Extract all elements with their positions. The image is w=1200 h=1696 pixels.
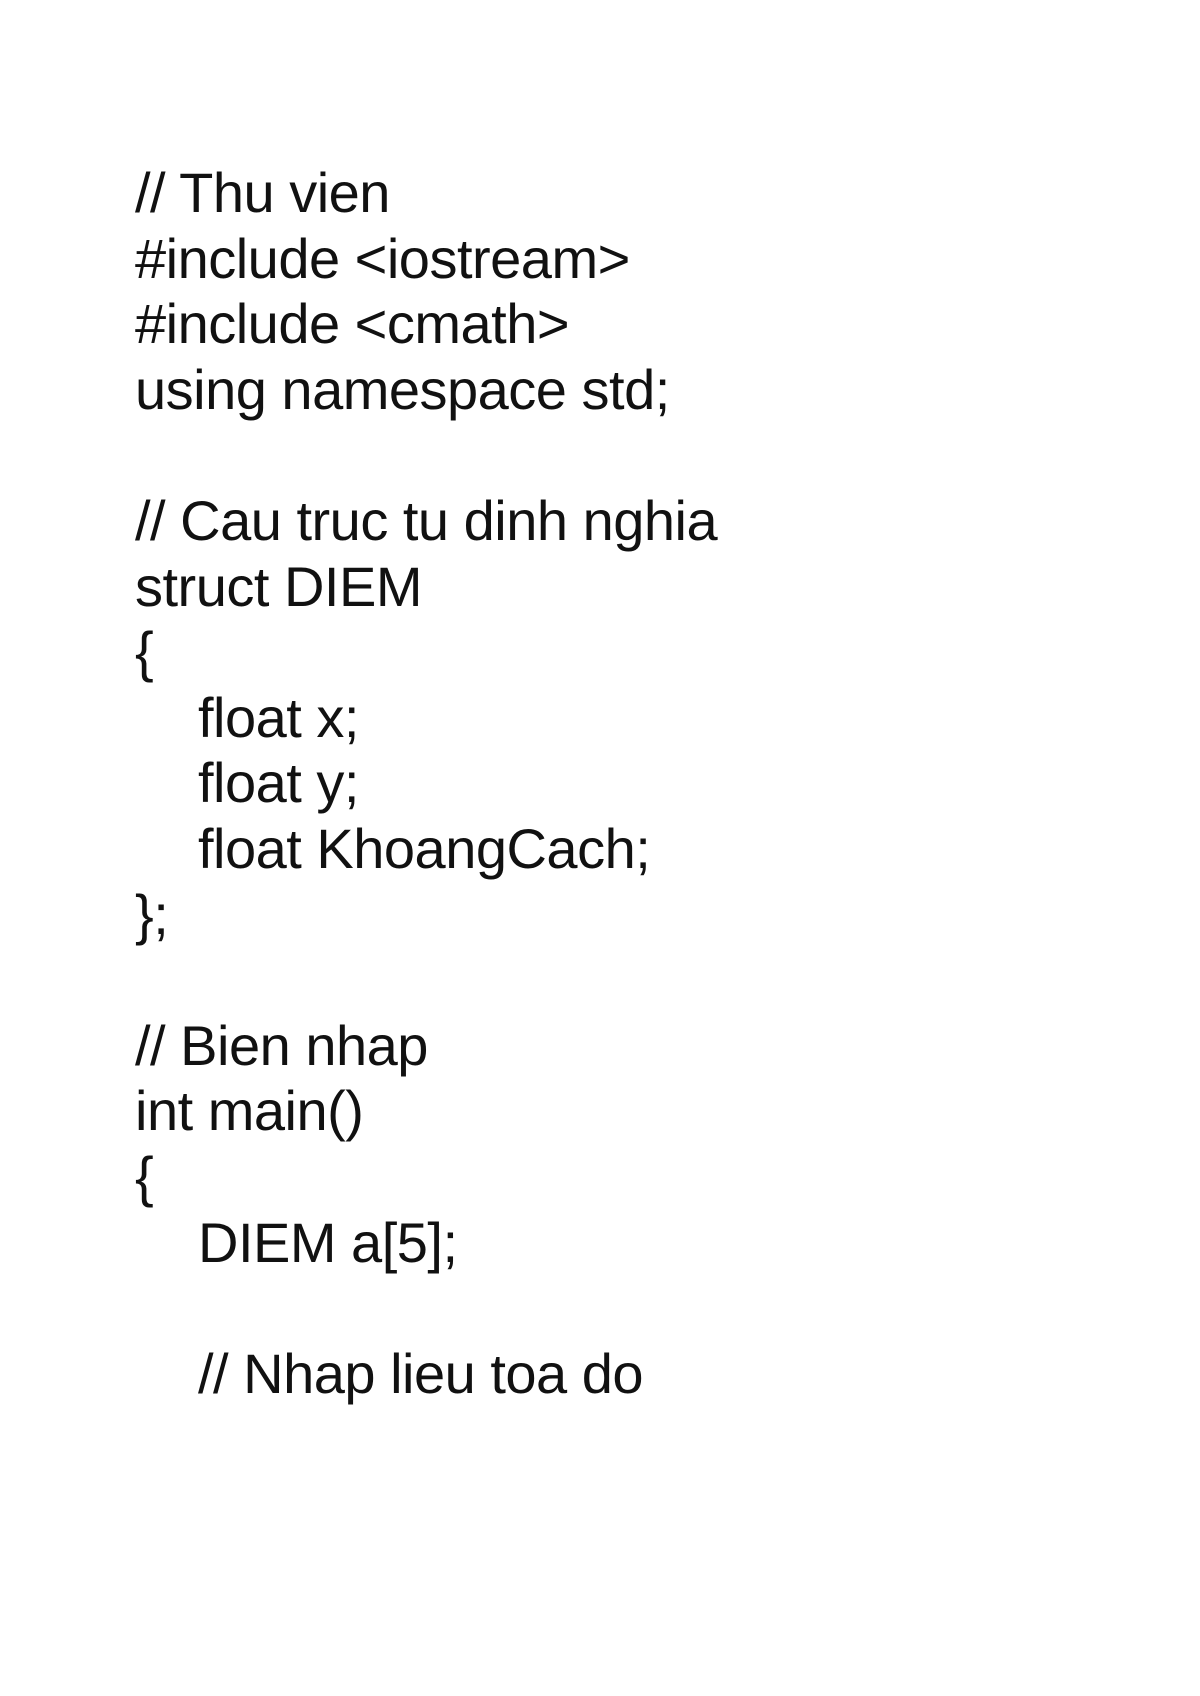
code-line xyxy=(135,1275,717,1341)
code-line: using namespace std; xyxy=(135,357,670,421)
code-line: int main() xyxy=(135,1079,364,1143)
code-line: float KhoangCach; xyxy=(198,816,651,880)
code-line: float x; xyxy=(198,685,359,749)
code-line: // Bien nhap xyxy=(135,1013,428,1077)
code-line: // Cau truc tu dinh nghia xyxy=(135,488,718,552)
code-line xyxy=(135,947,717,1013)
code-line xyxy=(135,422,717,488)
code-listing: // Thu vien#include <iostream>#include <… xyxy=(135,160,718,1406)
code-line: struct DIEM xyxy=(135,554,422,618)
code-line: float y; xyxy=(198,751,359,815)
code-line: { xyxy=(135,620,154,684)
code-line: DIEM a[5]; xyxy=(198,1210,458,1274)
code-line: // Nhap lieu toa do xyxy=(198,1341,644,1405)
code-line: // Thu vien xyxy=(135,161,390,224)
code-line: #include <cmath> xyxy=(135,292,570,356)
code-line: { xyxy=(135,1144,154,1208)
code-line: #include <iostream> xyxy=(135,226,630,290)
code-line: }; xyxy=(135,882,169,946)
